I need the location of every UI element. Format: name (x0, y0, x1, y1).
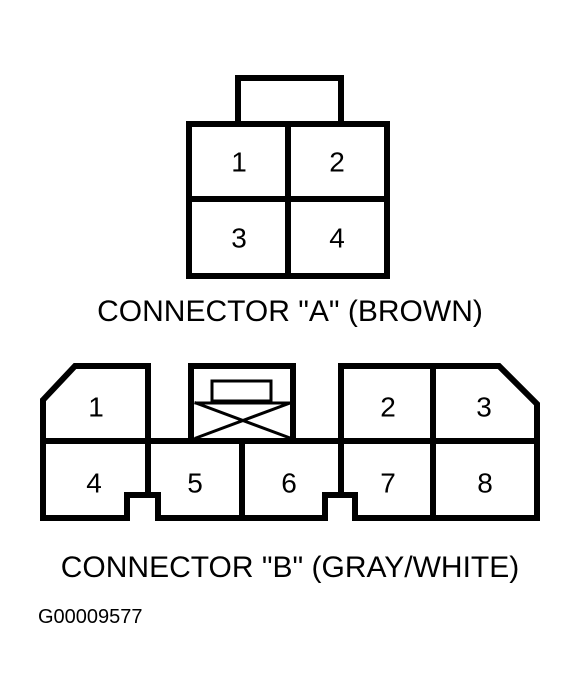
connector-b-pin-5: 5 (187, 468, 203, 499)
connector-a-latch-tab (235, 75, 344, 124)
connector-b-latch-window (210, 379, 273, 403)
connector-b-pin-3: 3 (476, 392, 492, 423)
connector-a-pin-2: 2 (329, 147, 345, 178)
connector-b: 1 2 3 4 5 6 7 8 (40, 363, 540, 521)
connector-a-pin-4: 4 (329, 223, 345, 254)
connector-b-pin-1: 1 (88, 392, 104, 423)
figure-code: G00009577 (38, 606, 143, 628)
connector-a-pin-1: 1 (231, 147, 247, 178)
connector-a-label: CONNECTOR "A" (BROWN) (97, 295, 483, 328)
connector-b-label: CONNECTOR "B" (GRAY/WHITE) (61, 551, 520, 584)
connector-a: 1 2 3 4 (186, 75, 390, 279)
connector-b-pin-2: 2 (380, 392, 396, 423)
connector-b-pin-6: 6 (281, 468, 297, 499)
connector-b-pin-8: 8 (477, 468, 493, 499)
connector-b-pin-4: 4 (86, 468, 102, 499)
connector-a-pin-3: 3 (231, 223, 247, 254)
connector-b-pin-7: 7 (380, 468, 396, 499)
connector-b-latch-cross-2 (194, 401, 292, 440)
